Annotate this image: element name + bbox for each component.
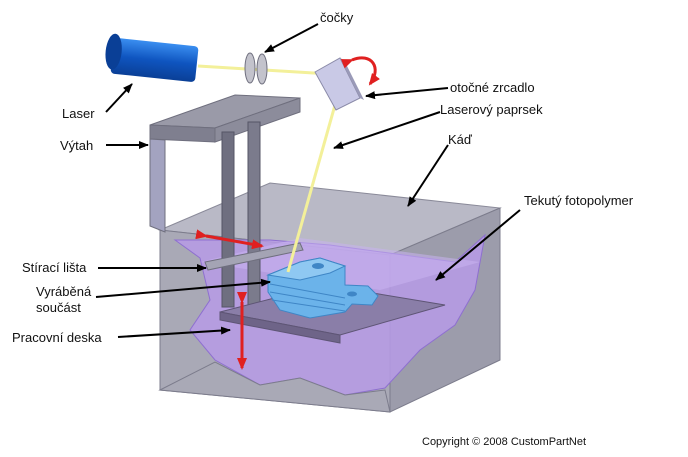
laser-source (105, 33, 199, 82)
label-elevator: Výtah (60, 138, 93, 153)
leader-beam (333, 111, 441, 149)
laser-beam-down (286, 104, 337, 273)
laser-body (110, 38, 199, 82)
mirror-rotation-arrow (340, 56, 380, 86)
vat-bottom-cut (158, 361, 391, 413)
label-photopolymer: Tekutý fotopolymer (524, 193, 634, 208)
wiper-blade (204, 242, 304, 271)
lens-1 (244, 52, 256, 84)
elevator-rod-2 (247, 121, 261, 308)
part-hole-2 (347, 291, 357, 297)
laser-end (105, 33, 122, 70)
leader-laser (105, 83, 133, 113)
rotating-mirror (314, 57, 364, 111)
elevator-hanger (149, 138, 166, 233)
label-mirror: otočné zrcadlo (450, 80, 535, 95)
leader-platform (117, 326, 231, 338)
label-part-line1: Vyráběná (36, 284, 92, 299)
leader-vat (407, 144, 449, 207)
leader-lenses (264, 23, 319, 53)
label-lenses: čočky (320, 10, 354, 25)
leader-photopolymer (435, 209, 521, 281)
leader-mirror (365, 87, 449, 100)
elevator-rod-1 (221, 131, 235, 308)
label-part-line2: součást (36, 300, 81, 315)
part-top (266, 257, 347, 281)
part-layer-line-2 (269, 291, 346, 306)
part-layer-line-1 (269, 283, 346, 299)
label-laser: Laser (62, 106, 95, 121)
lens-2 (256, 53, 268, 85)
copyright-text: Copyright © 2008 CustomPartNet (422, 436, 586, 448)
wiper-motion-arrow (195, 229, 264, 250)
label-wiper: Stírací lišta (22, 260, 87, 275)
lenses (244, 52, 268, 85)
leader-part (95, 278, 271, 298)
platform-front (219, 311, 341, 344)
label-beam: Laserový paprsek (440, 102, 543, 117)
label-platform: Pracovní deska (12, 330, 102, 345)
built-part (266, 257, 379, 319)
part-hole-1 (312, 263, 324, 269)
elevator-arm-side (214, 97, 301, 143)
part-layer-line-3 (271, 299, 346, 312)
label-vat: Káď (448, 132, 473, 147)
